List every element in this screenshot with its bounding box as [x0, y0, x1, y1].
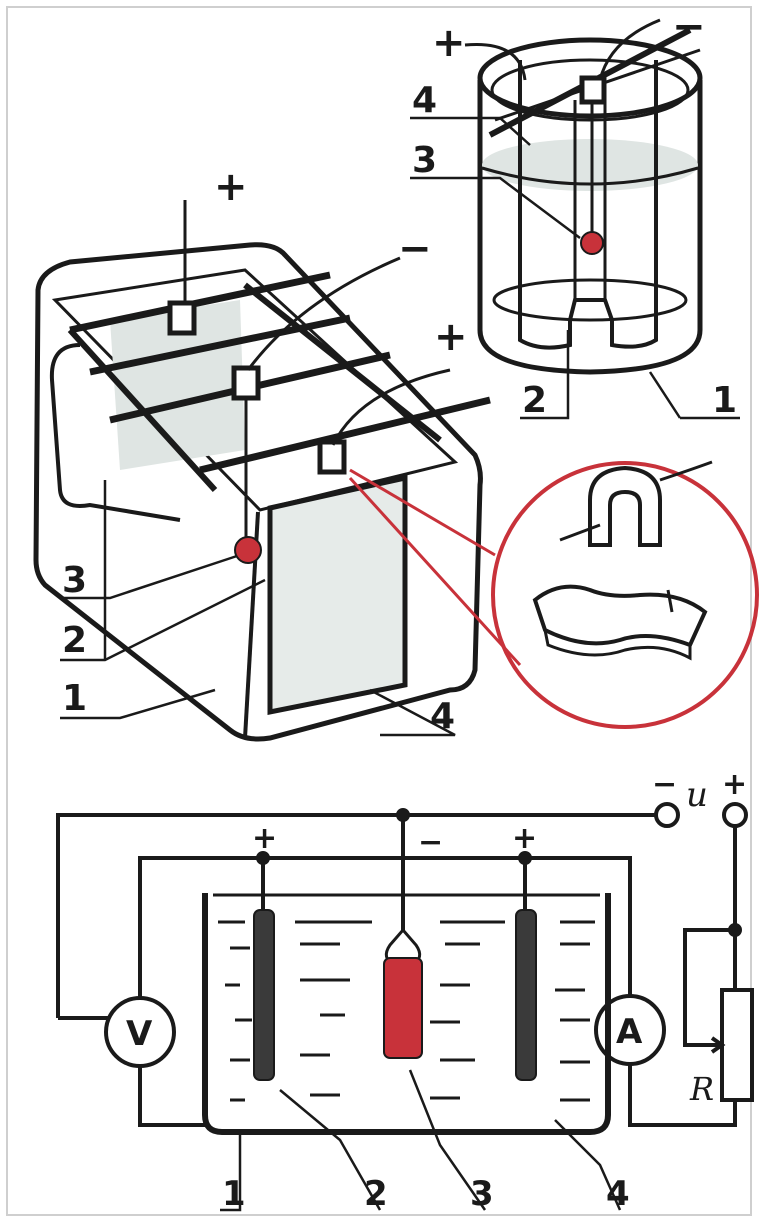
cylinder-leader-1 [648, 371, 740, 420]
circuit-electrode-bus [138, 856, 632, 1018]
cylinder-plus-sign: + [432, 20, 466, 66]
cylinder-leader-4 [410, 116, 531, 146]
voltmeter-label: V [126, 1014, 153, 1054]
tank-label-2: 2 [62, 620, 87, 661]
circuit-leader-1 [220, 1135, 242, 1212]
tank-liquid-back [110, 300, 245, 470]
cylinder-label-1: 1 [712, 380, 737, 421]
rheostat-slider [683, 1010, 722, 1047]
tank-clamp-plus [167, 300, 197, 336]
circuit-label-1: 1 [222, 1174, 246, 1214]
circuit-minus-sign: − [418, 825, 443, 860]
circuit-label-3: 3 [470, 1174, 494, 1214]
cylinder-bottom-ellipse [492, 278, 688, 322]
rheostat-leads [628, 930, 737, 1127]
cylinder-label-4: 4 [412, 80, 437, 121]
tank-front-plate [267, 474, 408, 716]
cathode-sample-red [383, 957, 423, 1059]
circuit-label-4: 4 [606, 1174, 630, 1214]
tank-rod-4 [199, 396, 491, 474]
ammeter-circle [594, 994, 666, 1066]
anode-slot [573, 100, 607, 300]
detail-clip-lower [543, 629, 692, 661]
cylinder-plus-wire [464, 42, 527, 81]
tank-rod-2 [89, 314, 351, 376]
tank-outer [33, 242, 483, 742]
cylinder-minus-sign: − [672, 4, 706, 50]
circuit-plus-sign-left: + [252, 821, 277, 856]
cylinder-liquid-line [481, 166, 699, 186]
bath-liquid [218, 920, 595, 1102]
voltmeter-bottom-lead [138, 1066, 205, 1127]
circuit-label-2: 2 [364, 1174, 388, 1214]
cylinder-clamp [579, 75, 607, 105]
supply-minus-sign: − [652, 767, 677, 802]
figure-border [6, 6, 752, 1216]
tank-apparatus [33, 200, 491, 742]
rheostat-label: R [689, 1070, 714, 1108]
tank-minus-wire [246, 256, 401, 371]
detail-clip [532, 584, 708, 648]
detail-circle [491, 461, 759, 729]
cylinder-label-2: 2 [522, 380, 547, 421]
junction-cathode [396, 808, 410, 822]
detail-wire [659, 460, 713, 482]
cylinder-leader-2 [520, 330, 570, 420]
detail-pointer-bottom [348, 476, 522, 667]
cylinder-leader-3 [410, 176, 581, 239]
circuit-leader-4 [554, 1119, 622, 1211]
circuit-leader-2 [279, 1089, 382, 1211]
cylinder-apparatus [410, 18, 740, 420]
detail-screw [559, 523, 601, 542]
tank-minus-sign: − [398, 226, 432, 272]
detail-pointer-top [349, 468, 496, 557]
tank-handle [49, 343, 181, 522]
supply-minus-terminal [654, 802, 680, 828]
cylinder-body [477, 80, 703, 375]
rheostat-bypass [683, 826, 737, 1010]
circuit-top-wire [56, 813, 655, 1018]
tank-rail-right [243, 282, 442, 443]
junction-right-anode [518, 851, 532, 865]
detail-clip-screw [666, 589, 674, 613]
cylinder-liquid [482, 139, 698, 191]
tank-sample-red [234, 536, 262, 564]
tank-plus-sign-left: + [214, 164, 248, 210]
circuit-leader-3 [408, 1069, 487, 1211]
tank-leader-1 [60, 688, 216, 720]
cylinder-inner-rim [490, 58, 690, 122]
rheostat-body [720, 988, 754, 1102]
cylinder-sample-red [580, 231, 604, 255]
tank-plus-sign-right: + [434, 314, 468, 360]
tank-leader-4 [369, 688, 456, 737]
cylinder-minus-wire [598, 18, 661, 81]
detail-clamp-bracket [588, 465, 662, 547]
tank-label-3: 3 [62, 560, 87, 601]
cylinder-label-3: 3 [412, 140, 437, 181]
ammeter-label: A [616, 1012, 643, 1052]
tank-rod-1 [69, 271, 331, 334]
supply-plus-sign: + [722, 767, 747, 802]
anode-left-electrode [253, 909, 275, 1081]
junction-left-anode [256, 851, 270, 865]
tank-label-4: 4 [430, 696, 455, 737]
tank-leader-3 [60, 553, 241, 600]
rheostat-arrow [710, 1036, 726, 1054]
tank-clamp-minus [231, 365, 261, 401]
supply-voltage-label: u [686, 775, 708, 815]
circuit-schematic [56, 802, 754, 1212]
clamp-detail [348, 460, 759, 729]
tank-clamp-right [317, 439, 347, 475]
cylinder-anode [518, 60, 658, 350]
circuit-plus-sign-right: + [512, 821, 537, 856]
tank-label-1: 1 [62, 678, 87, 719]
cylinder-rim [477, 37, 703, 119]
bath-vessel [202, 893, 611, 1135]
anode-right-electrode [515, 909, 537, 1081]
tank-rail-left [67, 327, 218, 493]
supply-plus-terminal [722, 802, 748, 828]
tank-right-wire [331, 368, 451, 446]
